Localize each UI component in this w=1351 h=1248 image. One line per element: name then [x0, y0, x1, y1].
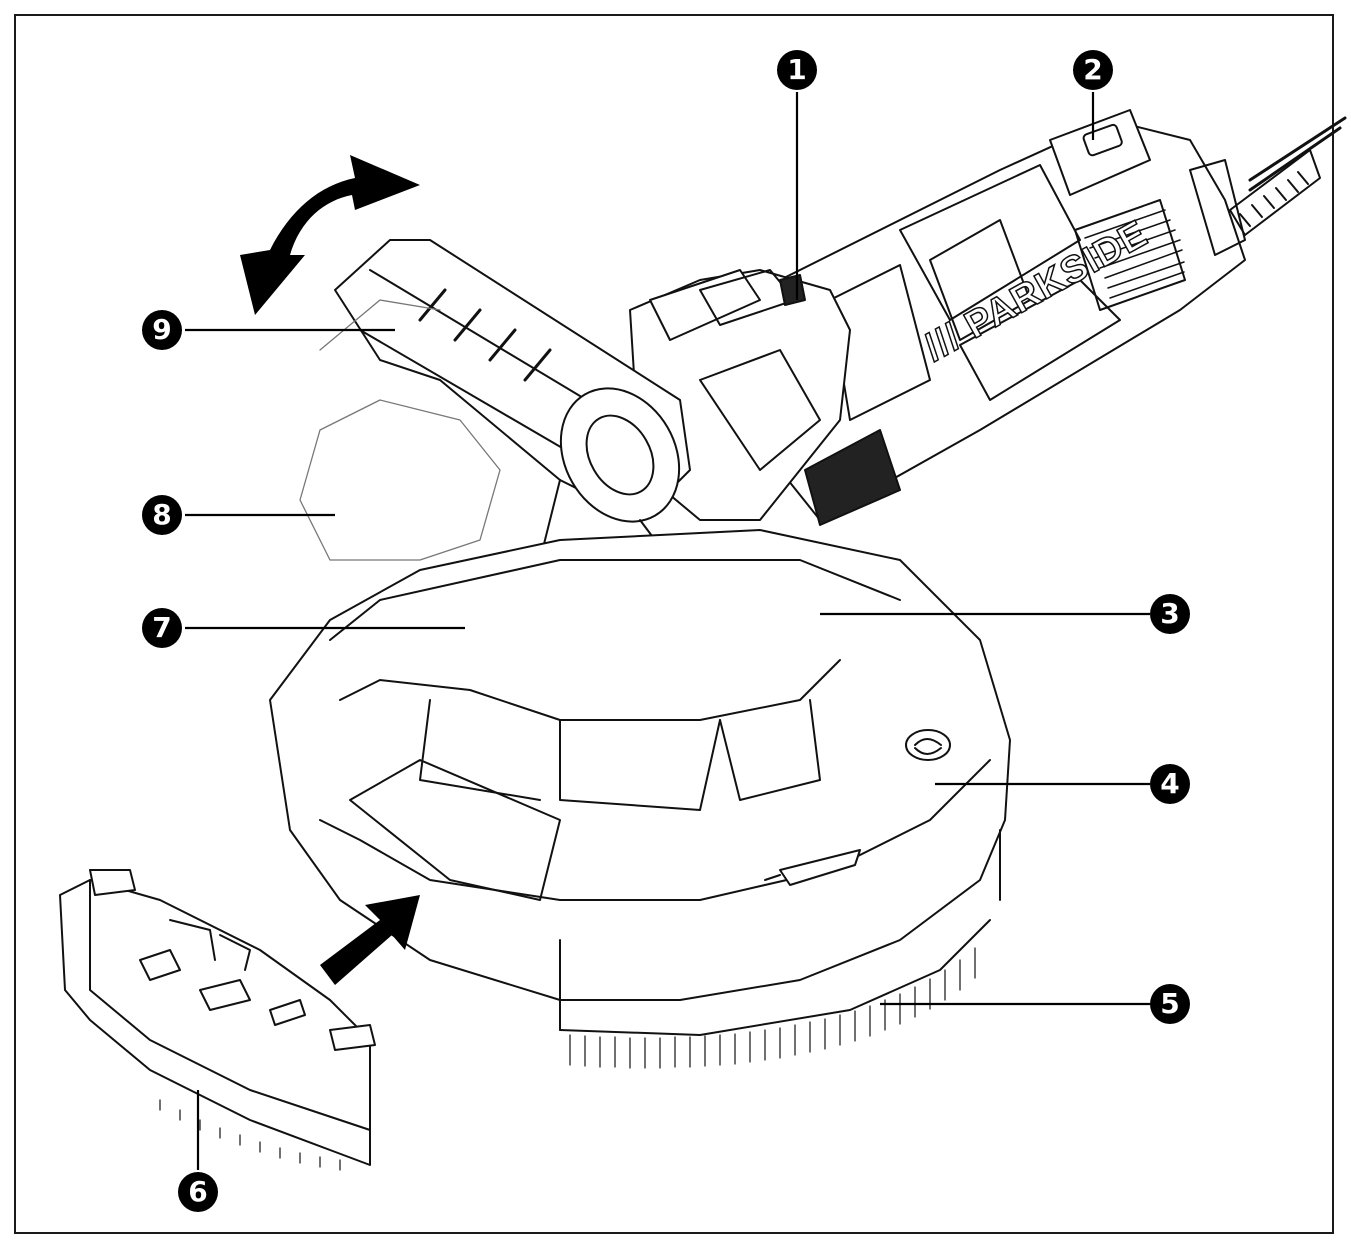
motor-housing [739, 109, 1246, 526]
callout-4: 4 [1150, 764, 1190, 804]
callout-8: 8 [142, 495, 182, 535]
callout-3: 3 [1150, 594, 1190, 634]
callout-6: 6 [178, 1172, 218, 1212]
lock-button-icon [1082, 123, 1123, 157]
power-cord [1229, 116, 1347, 236]
callout-7: 7 [142, 608, 182, 648]
callout-1: 1 [777, 50, 817, 90]
dust-guard [269, 529, 1011, 1036]
figure-frame [14, 14, 1334, 1234]
brush-segment [59, 869, 376, 1171]
insert-direction-arrow [320, 895, 420, 985]
callout-2: 2 [1073, 50, 1113, 90]
rotation-arrow [240, 155, 420, 315]
leader-lines [185, 92, 1150, 1170]
callout-9: 9 [142, 310, 182, 350]
brush-ring [569, 947, 976, 1069]
handle-alternate-position [299, 299, 501, 561]
callout-5: 5 [1150, 984, 1190, 1024]
